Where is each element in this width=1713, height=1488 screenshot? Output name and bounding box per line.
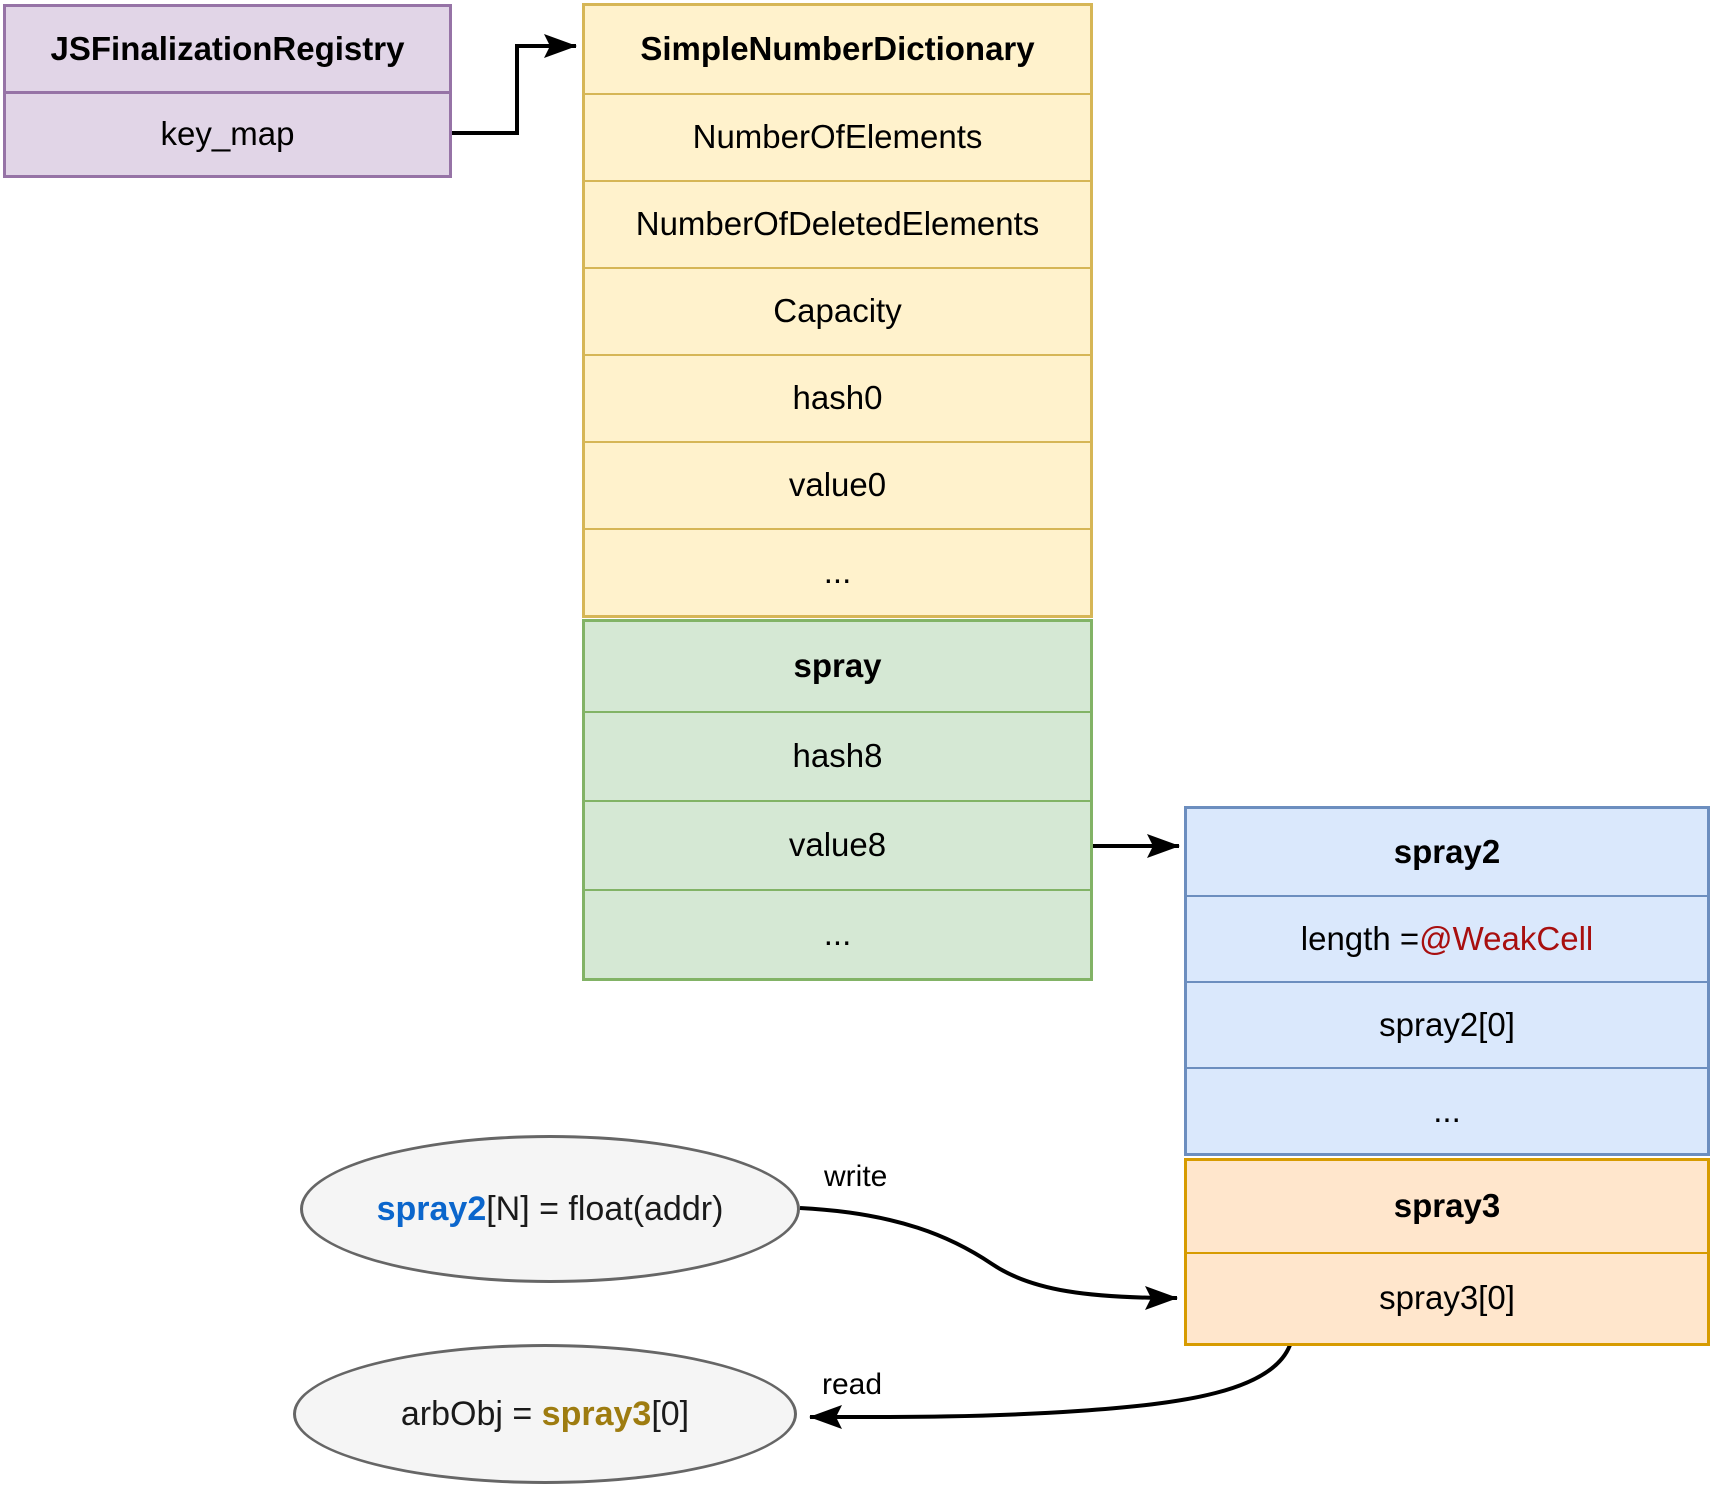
spray2-row-0: spray2[0] xyxy=(1187,981,1707,1067)
edge-keymap-to-dictionary-arrow xyxy=(452,34,577,135)
spray3-table: spray3 spray3[0] xyxy=(1184,1158,1710,1346)
write-edge-label: write xyxy=(818,1160,894,1194)
spray2-title: spray2 xyxy=(1393,832,1501,870)
spray2-length-weakcell-value: @WeakCell xyxy=(1419,919,1594,957)
dictionary-row-ellipsis: ... xyxy=(585,528,1090,615)
spray-row-hash8: hash8 xyxy=(585,711,1090,800)
write-statement-text: spray2[N] = float(addr) xyxy=(377,1190,724,1229)
spray3-row-0: spray3[0] xyxy=(1187,1252,1707,1343)
dictionary-row-numberofdeletedelements: NumberOfDeletedElements xyxy=(585,180,1090,267)
dictionary-row-capacity: Capacity xyxy=(585,267,1090,354)
read-statement-ellipse: arbObj = spray3[0] xyxy=(293,1344,797,1484)
edge-read-arrow xyxy=(809,1344,1292,1430)
read-edge-label: read xyxy=(816,1368,889,1402)
dictionary-row-value0: value0 xyxy=(585,441,1090,528)
spray-title: spray xyxy=(793,647,882,685)
spray-row-ellipsis: ... xyxy=(585,889,1090,978)
spray2-row-length: length = @WeakCell xyxy=(1187,895,1707,981)
dictionary-row-hash0: hash0 xyxy=(585,354,1090,441)
read-statement-text: arbObj = spray3[0] xyxy=(401,1395,689,1434)
spray2-row-ellipsis: ... xyxy=(1187,1067,1707,1153)
spray-row-value8: value8 xyxy=(585,800,1090,889)
write-statement-ellipse: spray2[N] = float(addr) xyxy=(300,1135,800,1283)
registry-title: JSFinalizationRegistry xyxy=(50,29,405,67)
spray3-title: spray3 xyxy=(1393,1187,1501,1225)
spray2-var-ref: spray2 xyxy=(376,1189,487,1228)
dictionary-row-numberofelements: NumberOfElements xyxy=(585,93,1090,180)
registry-row-key-map: key_map xyxy=(6,91,449,175)
jsfinalizationregistry-table: JSFinalizationRegistry key_map xyxy=(3,4,452,178)
spray2-length-label: length = xyxy=(1300,919,1420,957)
simplenumberdictionary-table: SimpleNumberDictionary NumberOfElements … xyxy=(582,3,1093,618)
write-statement-rest: [N] = float(addr) xyxy=(486,1189,724,1228)
spray2-table: spray2 length = @WeakCell spray2[0] ... xyxy=(1184,806,1710,1156)
spray3-var-ref: spray3 xyxy=(541,1394,652,1433)
dictionary-title: SimpleNumberDictionary xyxy=(640,30,1035,68)
spray-section: spray hash8 value8 ... xyxy=(582,619,1093,981)
edge-write-arrow xyxy=(799,1206,1178,1310)
read-statement-prefix: arbObj = xyxy=(400,1394,542,1433)
read-statement-suffix: [0] xyxy=(651,1394,690,1433)
